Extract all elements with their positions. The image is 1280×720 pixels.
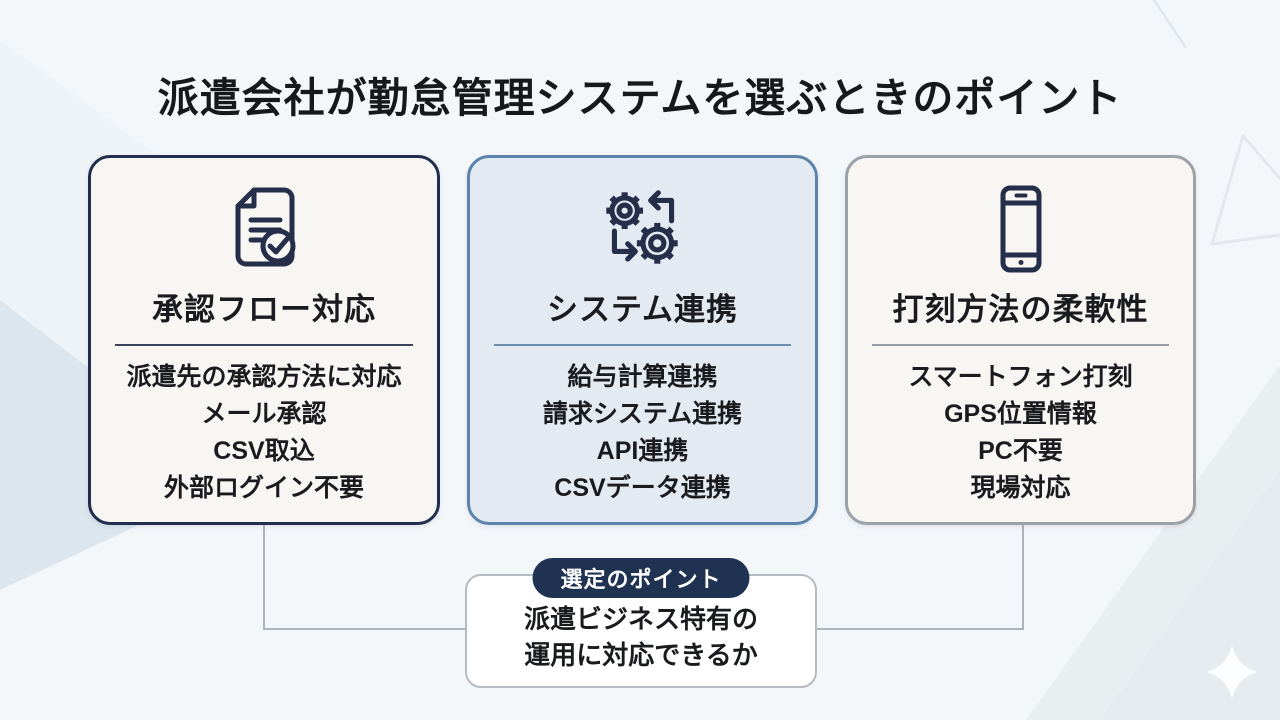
summary-box: 選定のポイント 派遣ビジネス特有の 運用に対応できるか xyxy=(465,558,817,688)
card-item: PC不要 xyxy=(978,437,1063,465)
card-title: 打刻方法の柔軟性 xyxy=(892,292,1149,327)
card-item: 給与計算連携 xyxy=(567,363,718,391)
summary-line-1: 派遣ビジネス特有の xyxy=(523,604,758,634)
card-item: 外部ログイン不要 xyxy=(163,474,364,502)
card-items: スマートフォン打刻 GPS位置情報 PC不要 現場対応 xyxy=(848,359,1193,507)
card-title: システム連携 xyxy=(546,292,739,327)
card-items: 派遣先の承認方法に対応 メール承認 CSV取込 外部ログイン不要 xyxy=(91,359,437,507)
line-decor xyxy=(1152,0,1188,49)
card-item: 派遣先の承認方法に対応 xyxy=(126,363,402,391)
card-item: メール承認 xyxy=(201,400,327,428)
card-item: 現場対応 xyxy=(970,474,1071,502)
card-approval-flow: 承認フロー対応 派遣先の承認方法に対応 メール承認 CSV取込 外部ログイン不要 xyxy=(88,155,440,525)
connector-left xyxy=(263,524,467,630)
gears-sync-icon xyxy=(470,180,815,276)
card-time-stamp-flexibility: 打刻方法の柔軟性 スマートフォン打刻 GPS位置情報 PC不要 現場対応 xyxy=(845,155,1196,525)
card-item: CSV取込 xyxy=(213,437,315,465)
card-item: CSVデータ連携 xyxy=(554,474,731,502)
card-item: API連携 xyxy=(596,437,689,465)
summary-badge: 選定のポイント xyxy=(532,558,750,598)
card-items: 給与計算連携 請求システム連携 API連携 CSVデータ連携 xyxy=(470,359,815,507)
connector-right xyxy=(817,524,1024,630)
smartphone-icon xyxy=(848,180,1193,276)
triangle-outline-decor xyxy=(1209,132,1280,246)
divider xyxy=(494,344,791,346)
summary-text: 派遣ビジネス特有の 運用に対応できるか xyxy=(467,601,815,673)
sparkle-icon xyxy=(1206,646,1258,698)
divider xyxy=(872,344,1169,346)
divider xyxy=(115,344,413,346)
card-item: GPS位置情報 xyxy=(944,400,1097,428)
page-title: 派遣会社が勤怠管理システムを選ぶときのポイント xyxy=(157,75,1123,121)
summary-line-2: 運用に対応できるか xyxy=(524,640,758,670)
card-item: 請求システム連携 xyxy=(542,400,743,428)
document-check-icon xyxy=(91,180,437,276)
card-item: スマートフォン打刻 xyxy=(908,363,1133,391)
card-title: 承認フロー対応 xyxy=(152,292,376,327)
card-system-integration: システム連携 給与計算連携 請求システム連携 API連携 CSVデータ連携 xyxy=(467,155,818,525)
